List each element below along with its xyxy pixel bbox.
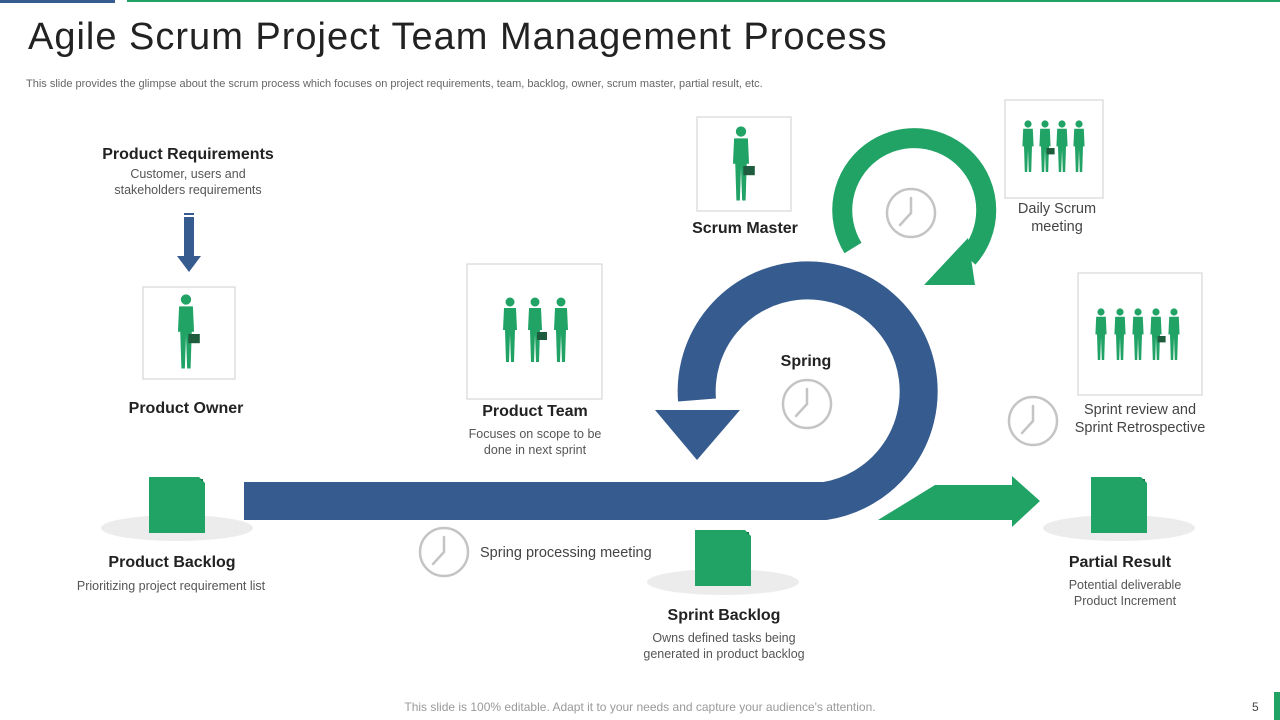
daily-scrum-label: Daily Scrum meeting	[1017, 201, 1097, 235]
spring-processing-label: Spring processing meeting	[480, 545, 652, 561]
scrum-master-image	[696, 116, 792, 212]
spring-label: Spring	[780, 353, 832, 370]
partial-result-icon	[1043, 477, 1195, 541]
sprint-review-image	[1077, 272, 1203, 396]
page-title: Agile Scrum Project Team Management Proc…	[28, 16, 888, 58]
product-requirements-label: Product Requirements	[102, 146, 274, 163]
product-backlog-label: Product Backlog	[108, 554, 236, 571]
scrum-master-label: Scrum Master	[692, 220, 798, 237]
sprint-review-label: Sprint review and Sprint Retrospective	[1074, 402, 1206, 436]
daily-scrum-image	[1004, 99, 1104, 199]
page-subtitle: This slide provides the glimpse about th…	[26, 78, 763, 90]
partial-result-label: Partial Result	[1068, 554, 1172, 571]
product-requirements-desc: Customer, users and stakeholders require…	[114, 167, 262, 197]
top-accent-blue	[0, 0, 115, 3]
requirements-down-arrow	[177, 213, 201, 272]
product-owner-label: Product Owner	[128, 400, 244, 417]
product-team-image	[466, 263, 603, 400]
page-accent-bar	[1274, 692, 1280, 720]
sprint-cycle-arrow	[244, 261, 938, 520]
sprint-backlog-desc: Owns defined tasks being generated in pr…	[643, 631, 805, 661]
product-backlog-desc: Prioritizing project requirement list	[76, 579, 266, 593]
product-owner-image	[142, 286, 236, 380]
sprint-backlog-label: Sprint Backlog	[667, 607, 781, 624]
partial-result-arrow	[878, 476, 1040, 527]
product-backlog-icon	[101, 477, 253, 541]
sprint-backlog-icon	[647, 530, 799, 595]
spring-processing-clock-icon	[418, 526, 470, 578]
sprint-review-clock-icon	[1007, 395, 1059, 447]
product-team-desc: Focuses on scope to be done in next spri…	[468, 427, 602, 457]
daily-scrum-clock-icon	[885, 187, 937, 239]
spring-clock-icon	[781, 378, 833, 430]
daily-scrum-loop-arrow	[832, 128, 997, 285]
top-accent-green	[127, 0, 1280, 2]
page-number: 5	[1252, 700, 1259, 714]
footer-note: This slide is 100% editable. Adapt it to…	[404, 700, 876, 714]
product-team-label: Product Team	[482, 403, 588, 420]
partial-result-desc: Potential deliverable Product Increment	[1068, 578, 1182, 608]
